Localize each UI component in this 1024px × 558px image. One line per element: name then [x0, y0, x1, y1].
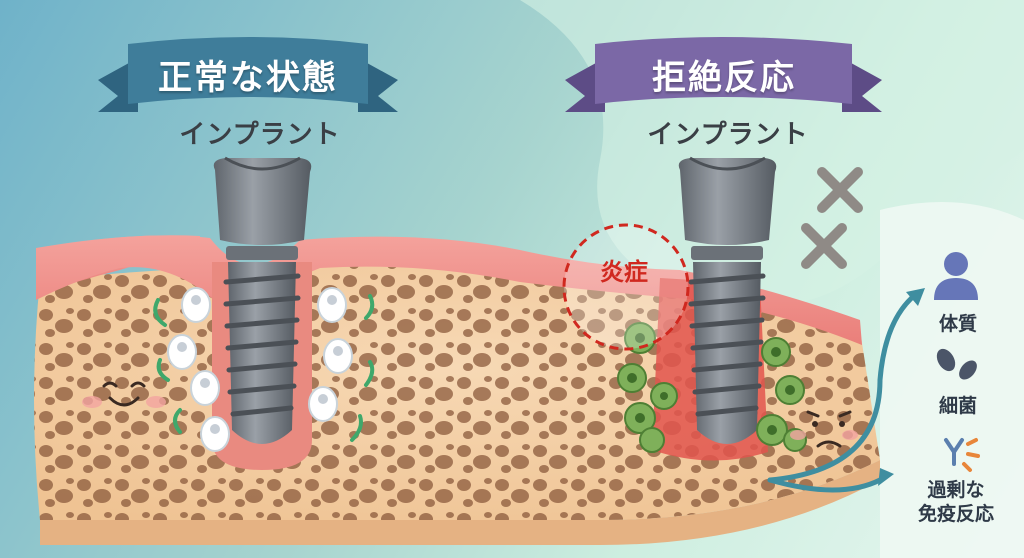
- immune-response-icon: [944, 438, 980, 472]
- arrow-head-right: [878, 468, 894, 486]
- inflammation-label: 炎症: [600, 258, 648, 286]
- right-banner: [565, 37, 882, 112]
- implant-left: [213, 156, 312, 444]
- cause-arrows: [767, 292, 918, 493]
- sad-face: [790, 410, 858, 448]
- rejection-x-marks: [801, 167, 863, 269]
- cause-label-immune: 過剰な 免疫反応: [917, 479, 994, 525]
- bacteria-cores: [627, 333, 795, 435]
- arrow-head-up: [906, 288, 925, 306]
- left-implant-label: インプラント: [179, 120, 341, 150]
- integration-arrows: [153, 294, 375, 442]
- left-banner: [98, 37, 398, 112]
- cause-label-bacteria: 細菌: [938, 395, 977, 417]
- inflammation-circle: [562, 223, 690, 351]
- happy-face: [82, 381, 166, 408]
- right-implant-label: インプラント: [647, 120, 809, 150]
- right-banner-title: 拒絶反応: [652, 58, 796, 98]
- left-banner-title: 正常な状態: [158, 58, 338, 98]
- cause-label-constitution: 体質: [938, 313, 977, 335]
- implant-right: [678, 156, 777, 444]
- bacteria-icon: [936, 348, 977, 380]
- person-icon: [934, 252, 978, 300]
- healthy-cell-nuclei: [177, 295, 343, 434]
